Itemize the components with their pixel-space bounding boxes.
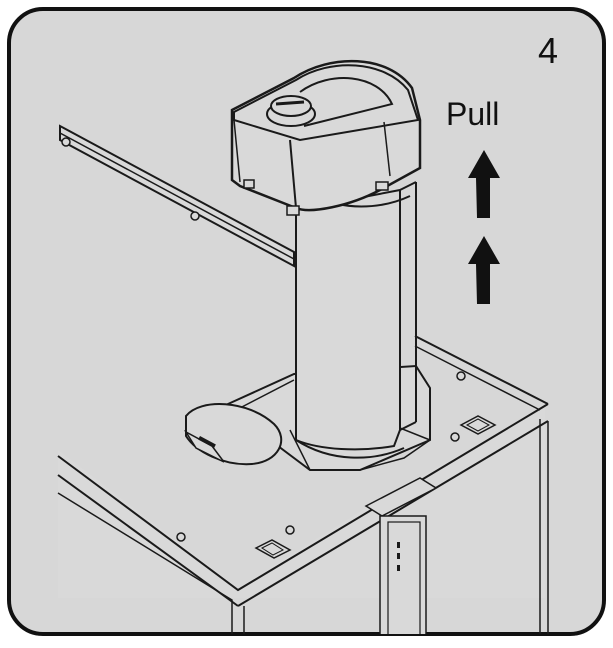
rail-screw (61, 137, 71, 147)
indicator-led (397, 542, 400, 548)
top-rail (59, 124, 295, 268)
mount-slot (254, 539, 292, 559)
indicator-led (397, 565, 400, 571)
plate-screw (285, 525, 295, 535)
front-control-panel (364, 477, 438, 634)
appliance-body (57, 335, 549, 634)
pull-arrow-icon (468, 150, 500, 304)
plate-screw (176, 532, 186, 542)
head-foot (375, 181, 389, 191)
mount-slot (459, 415, 497, 435)
step-number: 4 (538, 30, 559, 71)
head-foot (286, 205, 300, 216)
tower-head (230, 59, 422, 216)
tower-column (295, 181, 417, 459)
plate-screw (450, 432, 460, 442)
indicator-led (397, 553, 400, 559)
access-cover (183, 403, 283, 466)
appliance-illustration (57, 59, 549, 634)
rail-screw (190, 211, 200, 221)
head-foot (243, 179, 255, 189)
head-knob (266, 95, 316, 127)
plate-screw (456, 371, 466, 381)
pull-instruction-label: Pull (446, 96, 500, 132)
